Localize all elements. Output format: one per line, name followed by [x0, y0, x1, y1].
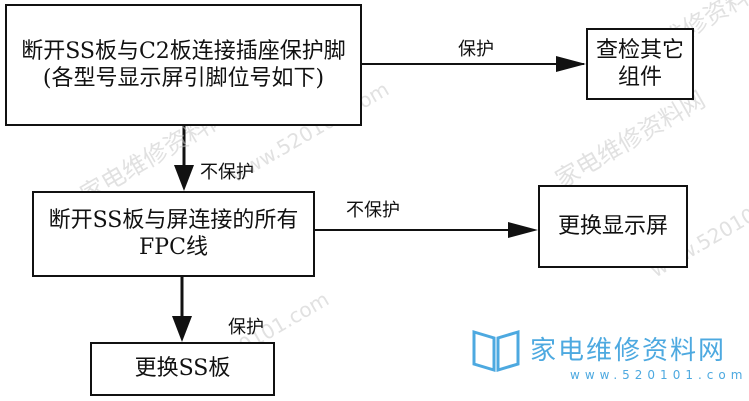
- logo-title: 家电维修资料网: [530, 336, 727, 366]
- site-logo: 家电维修资料网 www.520101.com: [470, 322, 742, 394]
- edge-label-protect: 保护: [458, 39, 494, 60]
- edge-label-no-protect: 不保护: [346, 200, 400, 221]
- box-disconnect-ss-c2: 断开SS板与C2板连接插座保护脚(各型号显示屏引脚位号如下): [5, 4, 362, 126]
- box-check-other-components-label: 查检其它组件: [595, 37, 684, 91]
- arrowhead-down-2: [172, 316, 192, 342]
- box-disconnect-ss-c2-label: 断开SS板与C2板连接插座保护脚(各型号显示屏引脚位号如下): [21, 38, 346, 92]
- box-replace-ss-board-label: 更换SS板: [134, 356, 231, 382]
- box-disconnect-fpc: 断开SS板与屏连接的所有FPC线: [32, 191, 315, 277]
- book-icon: [472, 329, 520, 373]
- arrowhead-right-1: [556, 56, 586, 72]
- box-disconnect-fpc-label: 断开SS板与屏连接的所有FPC线: [48, 207, 299, 261]
- box-check-other-components: 查检其它组件: [586, 28, 694, 100]
- box-replace-ss-board: 更换SS板: [90, 342, 275, 396]
- arrowhead-down-1: [174, 165, 194, 191]
- edge-label-protect: 保护: [228, 317, 264, 338]
- logo-url: www.520101.com: [570, 368, 748, 382]
- arrowhead-right-2: [508, 222, 538, 238]
- box-replace-display: 更换显示屏: [538, 185, 688, 268]
- box-replace-display-label: 更换显示屏: [557, 213, 668, 239]
- edge-label-no-protect: 不保护: [200, 162, 254, 183]
